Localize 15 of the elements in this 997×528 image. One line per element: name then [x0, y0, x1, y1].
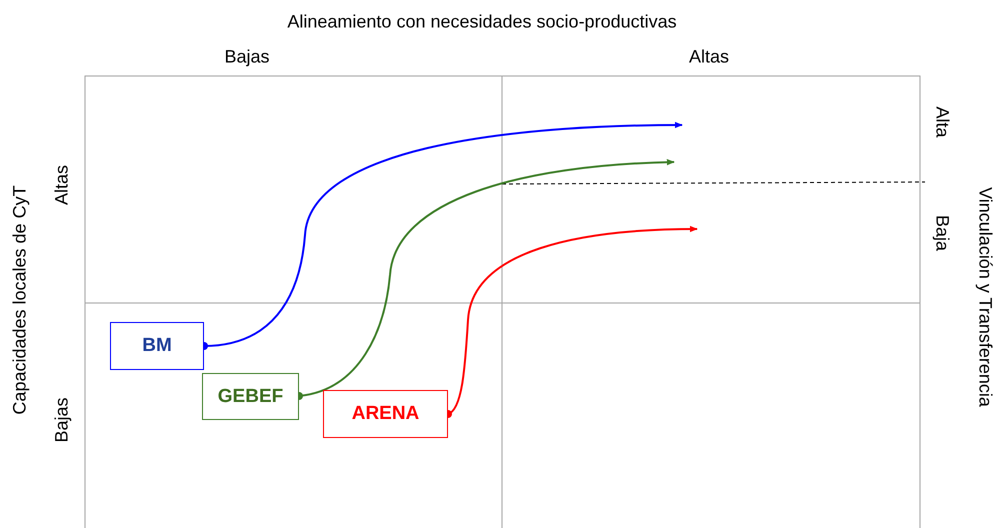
box-label: BM [142, 335, 172, 357]
label-box [202, 373, 299, 420]
title: Alineamiento con necesidades socio-productivas [287, 12, 677, 32]
box-label: GEBEF [218, 386, 284, 408]
axis-label: Bajas [52, 397, 72, 443]
axis-label: Bajas [224, 46, 270, 68]
axis-label: Baja [932, 214, 952, 252]
axis-label: Altas [52, 164, 72, 206]
axis-label: Alta [932, 106, 952, 138]
axis-title: Capacidades locales de CyT [10, 185, 30, 415]
box-label: ARENA [352, 403, 420, 425]
label-box [110, 322, 204, 370]
axis-label: Altas [688, 46, 730, 68]
axis-title: Vinculación y Transferencia [974, 187, 996, 407]
label-box [323, 390, 448, 438]
